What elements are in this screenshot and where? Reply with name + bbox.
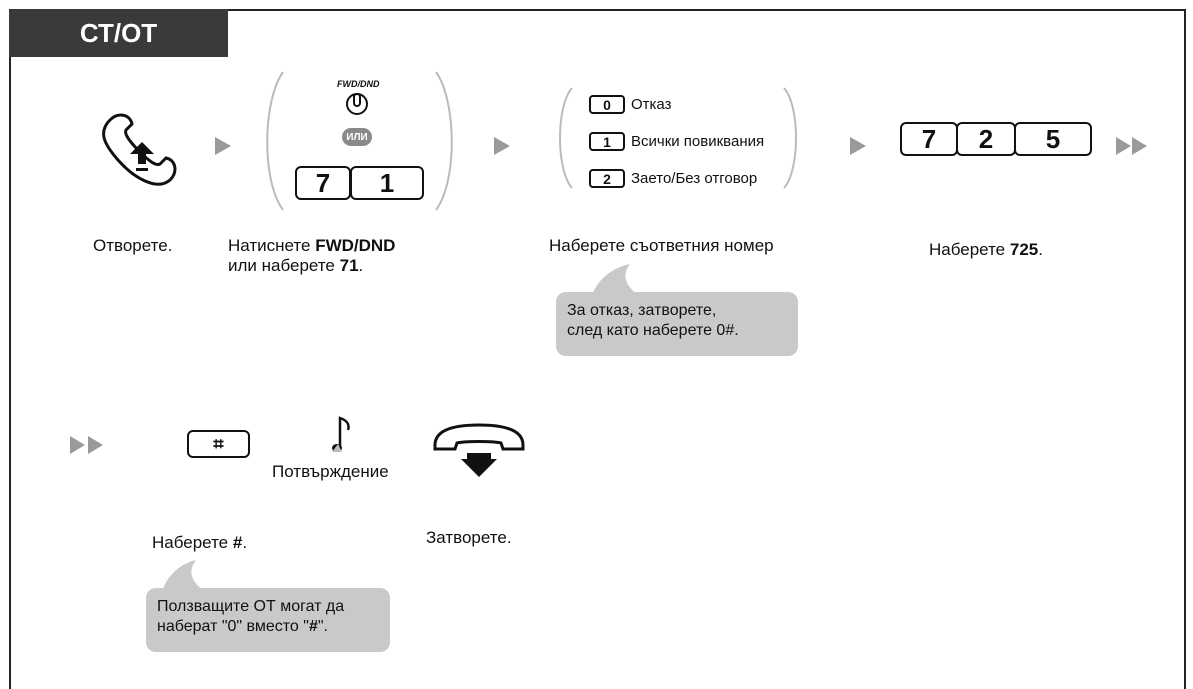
bubble-tail: [592, 264, 640, 296]
double-arrow-icon: [1116, 137, 1147, 155]
key-1[interactable]: 1: [350, 166, 424, 200]
arrow-icon: [215, 137, 231, 155]
or-badge: ИЛИ: [342, 128, 372, 146]
key-0[interactable]: 0: [589, 95, 625, 114]
fwd-dnd-button-icon[interactable]: [345, 90, 369, 116]
arrow-icon: [494, 137, 510, 155]
step1-caption: Отворете.: [93, 236, 173, 255]
left-paren-icon: [266, 71, 284, 211]
left-paren-icon: [559, 87, 573, 189]
arrow-icon: [850, 137, 866, 155]
fwd-dnd-button-label: FWD/DND: [337, 79, 380, 89]
confirmation-tone-label: Потвърждение: [272, 462, 389, 481]
step4-caption: Наберете 725.: [929, 240, 1043, 259]
right-paren-icon: [783, 87, 797, 189]
hash-hint-bubble: Ползващите ОТ могат да наберат "0" вмест…: [146, 588, 390, 652]
bubble-tail: [162, 560, 206, 592]
header-tab: СТ/ОТ: [9, 9, 228, 57]
key-2[interactable]: 2: [956, 122, 1016, 156]
option-busy-no-answer: 2 Заето/Без отговор: [589, 169, 757, 188]
on-hook-handset-icon: [433, 423, 525, 477]
option-cancel: 0 Отказ: [589, 95, 671, 114]
diagram-frame: [9, 9, 1186, 689]
option-all-calls: 1 Всички повиквания: [589, 132, 764, 151]
cancel-hint-bubble: За отказ, затворете,след като наберете 0…: [556, 292, 798, 356]
key-5[interactable]: 5: [1014, 122, 1092, 156]
step2-caption: Натиснете FWD/DND или наберете 71.: [228, 236, 396, 275]
key-hash[interactable]: ⌗: [187, 430, 250, 458]
key-1[interactable]: 1: [589, 132, 625, 151]
step5-caption: Наберете #.: [152, 533, 248, 552]
off-hook-handset-icon: [102, 113, 177, 186]
double-arrow-icon: [70, 436, 103, 454]
step7-caption: Затворете.: [426, 528, 512, 547]
key-7[interactable]: 7: [295, 166, 351, 200]
step3-caption: Наберете съответния номер: [549, 236, 774, 255]
music-note-icon: [332, 416, 350, 452]
key-2[interactable]: 2: [589, 169, 625, 188]
key-7[interactable]: 7: [900, 122, 958, 156]
right-paren-icon: [435, 71, 453, 211]
